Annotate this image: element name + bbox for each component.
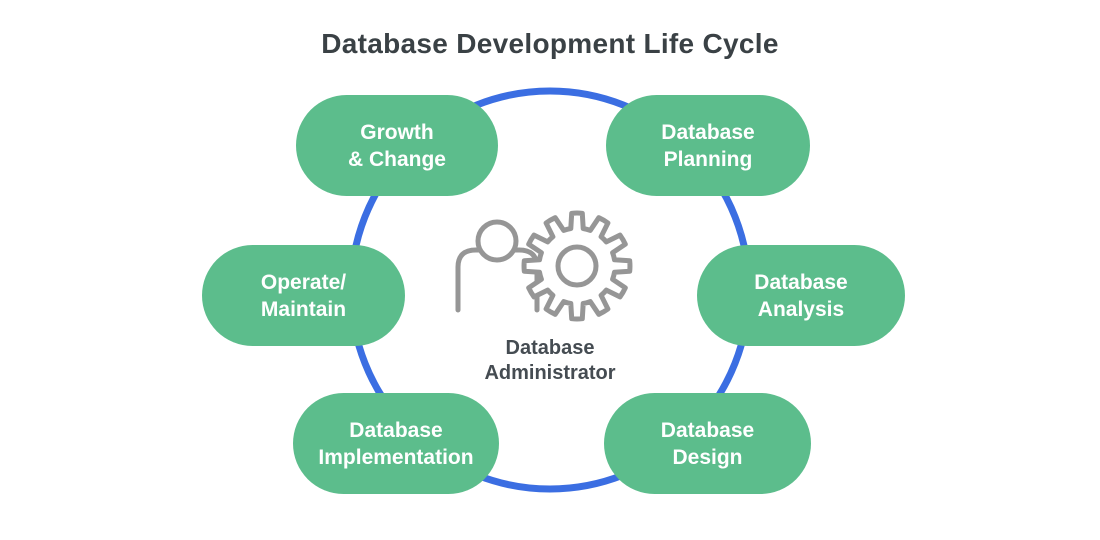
gear-hole-icon bbox=[555, 244, 599, 288]
stage-pill-database-planning: Database Planning bbox=[606, 95, 810, 196]
stage-label: Database Implementation bbox=[318, 418, 474, 469]
stage-pill-database-implementation: Database Implementation bbox=[293, 393, 499, 494]
stage-label: Database Planning bbox=[661, 120, 755, 171]
stage-label: Database Analysis bbox=[754, 270, 848, 321]
database-administrator-icon bbox=[455, 210, 633, 322]
stage-pill-database-analysis: Database Analysis bbox=[697, 245, 905, 346]
stage-label: Database Design bbox=[660, 418, 755, 469]
person-head-icon bbox=[475, 219, 519, 263]
stage-label: Operate/ Maintain bbox=[260, 270, 347, 321]
stage-pill-database-design: Database Design bbox=[604, 393, 811, 494]
stage-label: Growth & Change bbox=[347, 120, 446, 171]
center-label: Database Administrator bbox=[484, 337, 616, 384]
stage-pill-growth-change: Growth & Change bbox=[296, 95, 498, 196]
diagram-title: Database Development Life Cycle bbox=[321, 28, 779, 59]
stage-pill-operate-maintain: Operate/ Maintain bbox=[202, 245, 405, 346]
